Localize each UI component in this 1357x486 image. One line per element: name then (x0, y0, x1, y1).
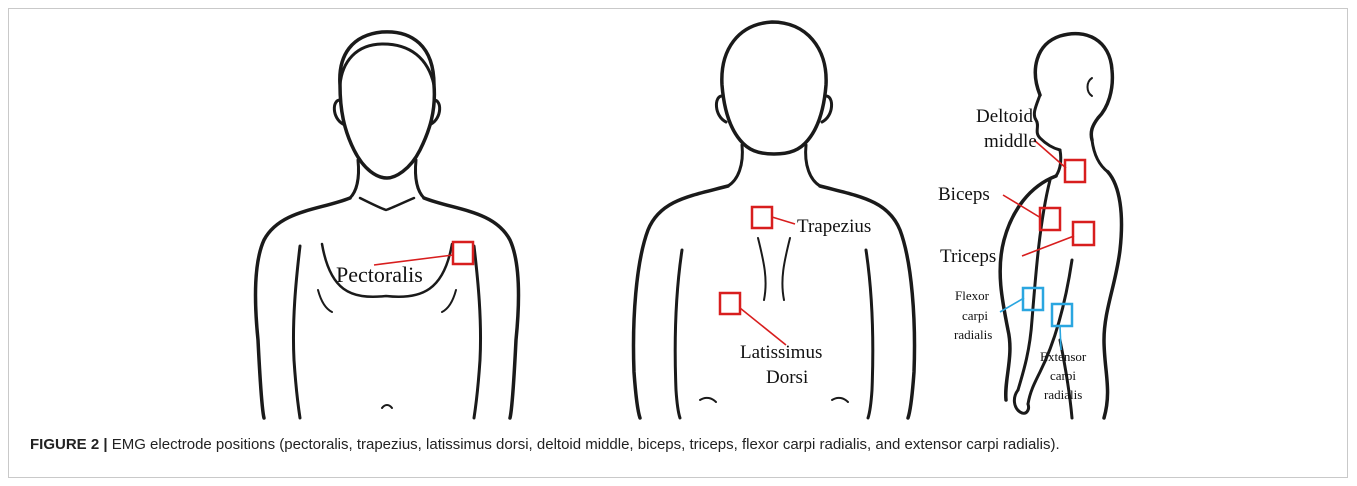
triceps-leader (1022, 236, 1074, 256)
flexor-label-line3: radialis (954, 327, 992, 342)
front-body-illustration (256, 32, 519, 418)
trapezius-electrode (752, 207, 772, 228)
biceps-leader (1003, 195, 1041, 218)
figure-caption-text: EMG electrode positions (pectoralis, tra… (108, 436, 1060, 453)
extensor-label-line2: carpi (1050, 368, 1076, 383)
emg-figure: Pectoralis Trapezius Latissimus Dorsi De… (0, 0, 1357, 430)
triceps-electrode (1073, 222, 1094, 245)
figure-caption-label: FIGURE 2 | (30, 436, 108, 453)
latissimus-leader (740, 308, 786, 345)
trapezius-label: Trapezius (797, 216, 871, 237)
latissimus-label-line2: Dorsi (766, 367, 808, 388)
deltoid-middle-electrode (1065, 160, 1085, 182)
extensor-label-line3: radialis (1044, 387, 1082, 402)
latissimus-label-line1: Latissimus (740, 342, 822, 363)
pectoralis-label: Pectoralis (336, 262, 423, 287)
flexor-label-line1: Flexor (955, 288, 990, 303)
pectoralis-electrode (453, 242, 473, 264)
extensor-label-line1: Extensor (1040, 349, 1087, 364)
deltoid-label-line1: Deltoid (976, 106, 1033, 127)
extensor-carpi-radialis-leader (1060, 326, 1061, 350)
latissimus-electrode (720, 293, 740, 314)
trapezius-leader (772, 217, 795, 224)
triceps-label: Triceps (940, 246, 996, 267)
figure-caption: FIGURE 2 | EMG electrode positions (pect… (30, 436, 1330, 453)
flexor-label-line2: carpi (962, 308, 988, 323)
biceps-label: Biceps (938, 184, 990, 205)
deltoid-label-line2: middle (984, 131, 1037, 152)
